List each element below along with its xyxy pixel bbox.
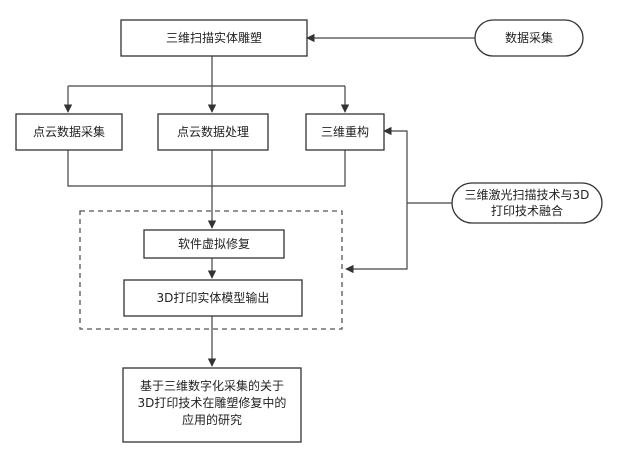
node-data-collection-label: 数据采集 [505, 30, 553, 45]
node-data-collection-pill [474, 19, 584, 57]
node-result-box [122, 367, 302, 443]
node-virtual-repair-label: 软件虚拟修复 [178, 236, 250, 251]
line-collect-to-merge [67, 150, 346, 187]
arrow-fusion-to-group [345, 203, 408, 274]
node-point-cloud-collect-label: 点云数据采集 [33, 124, 105, 139]
node-result-label-line1: 基于三维数字化采集的关于 [140, 378, 284, 393]
node-result-label-line2: 3D打印技术在雕塑修复中的 [138, 395, 287, 410]
node-print-output-box [123, 279, 303, 317]
node-point-cloud-collect-box [15, 113, 123, 151]
node-virtual-repair-box [143, 229, 285, 259]
connector-lines [63, 33, 475, 367]
node-result-label-line3: 应用的研究 [182, 412, 242, 427]
node-reconstruction-box [305, 113, 385, 151]
node-top-label: 三维扫描实体雕塑 [166, 30, 262, 45]
dashed-group-region [79, 210, 343, 330]
node-point-cloud-process-box [157, 113, 269, 151]
node-print-output-label: 3D打印实体模型输出 [157, 290, 270, 305]
node-laser-fusion-label-line1: 三维激光扫描技术与3D [465, 188, 590, 202]
node-laser-fusion-label-line2: 打印技术融合 [491, 203, 563, 218]
node-top-box [120, 19, 308, 57]
arrow-fusion-to-reconstruction [383, 126, 408, 203]
node-reconstruction-label: 三维重构 [321, 124, 369, 139]
node-point-cloud-process-label: 点云数据处理 [177, 124, 249, 139]
node-laser-fusion-pill [451, 182, 603, 224]
